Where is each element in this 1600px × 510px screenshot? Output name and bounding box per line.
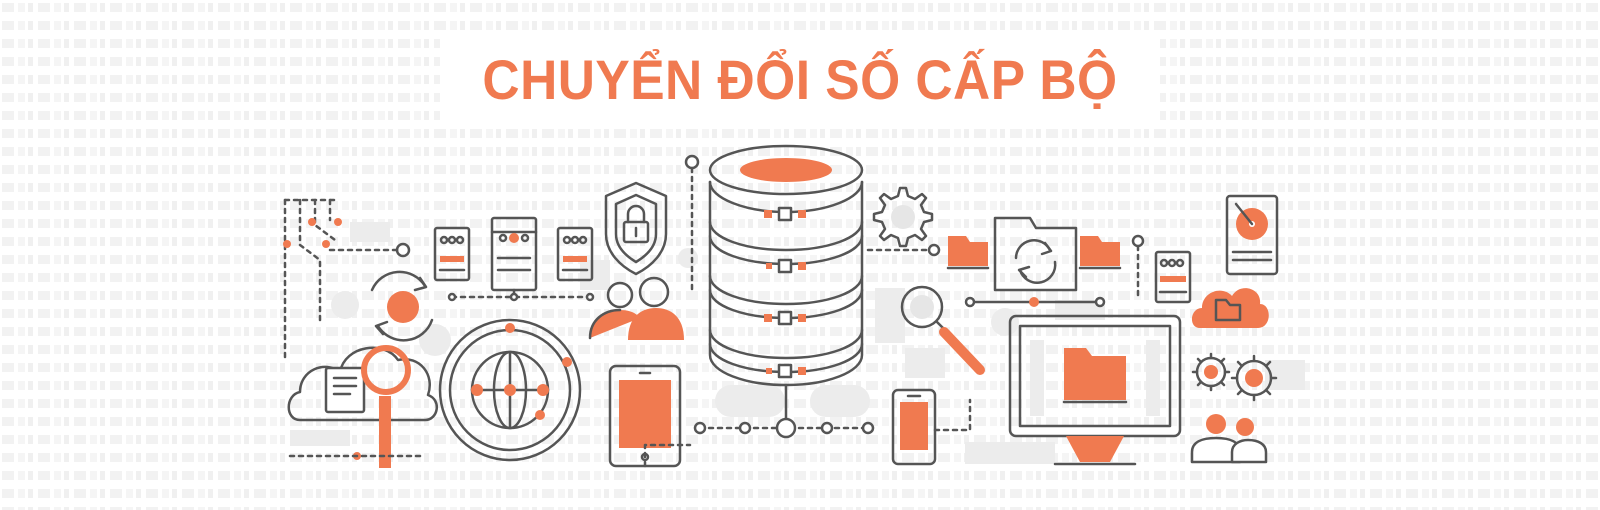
server-rack-icon (1131, 234, 1192, 304)
page-title: CHUYỂN ĐỔI SỐ CẤP BỘ (482, 48, 1118, 111)
team-users-icon (1190, 414, 1268, 464)
hard-drive-icon (1225, 194, 1279, 276)
cloud-folder-icon (1191, 288, 1269, 328)
monitor-folder-icon (1008, 314, 1182, 466)
smartphone-icon (891, 388, 972, 466)
magnifier-icon (900, 285, 985, 375)
server-rack-icon (433, 216, 595, 302)
cloud-document-icon (287, 346, 438, 422)
database-icon (643, 144, 875, 468)
shield-lock-icon (604, 181, 668, 276)
users-icon (588, 276, 684, 340)
background-shapes (290, 222, 1305, 464)
folder-icon (948, 236, 1120, 266)
magnifier-icon (288, 345, 422, 468)
circuit-lines-icon (283, 198, 337, 362)
folder-sync-icon (866, 216, 1106, 308)
gears-pair-icon (1191, 352, 1278, 402)
gear-icon (872, 186, 934, 248)
sync-cycle-icon (328, 242, 434, 342)
tablet-icon (608, 364, 682, 468)
globe-network-icon (438, 318, 582, 462)
